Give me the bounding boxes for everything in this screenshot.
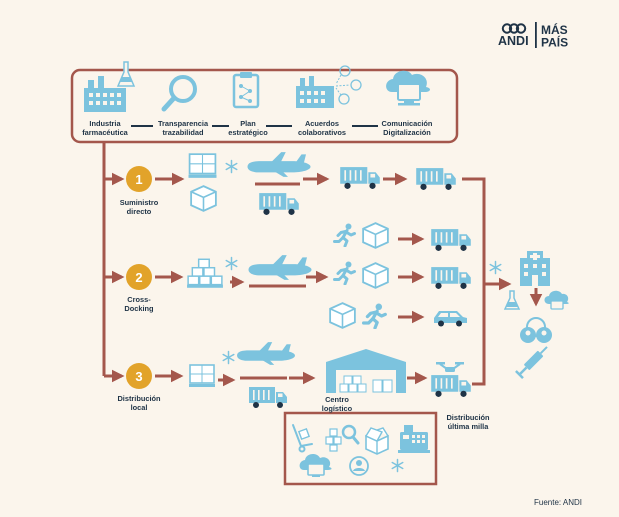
drone-icon [436,362,464,372]
truck-icon [431,267,471,289]
runner-icon [362,303,387,329]
route-3-badge: 3 [126,363,152,389]
hospital-icon [520,251,550,286]
route-1-badge: 1 [126,166,152,192]
magnifier-icon [161,75,197,112]
label-acuerdos-line1: Acuerdos [305,119,339,128]
label-plan-line1: Plan [240,119,256,128]
label-acuerdos-line2: colaborativos [298,128,346,137]
car-icon [434,311,467,327]
patients-group-icon [520,317,552,343]
label-plan-line2: estratégico [228,128,268,137]
syringe-icon [515,346,548,379]
route-3-number: 3 [135,369,142,384]
truck-icon [416,168,456,190]
route-2-badge: 2 [126,264,152,290]
clipboard-plan-icon [232,72,260,109]
logo-brand: ANDI [498,34,529,48]
box-icon [362,222,389,249]
label-comunicacion-line2: Digitalización [383,128,431,137]
box-icon [329,302,356,329]
centro-label-line2: logístico [322,404,353,413]
hand-truck-icon [292,424,313,453]
factory-flask-icon [84,61,136,112]
route-2-label-line1: Cross- [127,295,151,304]
label-transparencia-line2: trazabilidad [162,128,204,137]
cloud-icon [544,290,569,310]
route-1-label-line1: Suministro [120,198,159,207]
cold-chain-icon [225,159,238,174]
airplane-icon [247,152,311,177]
route-3-label-line2: local [131,403,148,412]
box-icon [362,262,389,289]
route-2-number: 2 [135,270,142,285]
route-1-number: 1 [135,172,142,187]
cash-register-icon [398,425,430,453]
cold-chain-icon [391,458,404,473]
route-1-label-line2: directo [127,207,152,216]
cloud-computer-icon [386,70,431,106]
logo-slogan-line1: MÁS [541,22,568,37]
route-2-label-line2: Docking [124,304,154,313]
user-icon [349,456,369,476]
runner-icon [333,223,356,247]
cold-chain-icon [489,260,502,275]
ultima-label-line2: última milla [448,422,490,431]
flask-icon [503,290,521,310]
box-icon [190,185,217,212]
logo-slogan-line2: PAÍS [541,35,568,50]
cold-chain-icon [225,256,238,271]
cold-chain-icon [222,350,235,365]
stock-search-icon [325,424,360,452]
stacked-boxes-icon [186,258,224,289]
pallet-icon [187,153,218,179]
centro-label-line1: Centro [325,395,349,404]
truck-icon [249,387,287,408]
open-box-icon [364,427,389,455]
runner-icon [333,261,356,285]
airplane-icon [248,255,312,280]
truck-icon [259,193,299,215]
label-industria-line2: farmacéutica [82,128,128,137]
pallet-icon [188,364,216,388]
label-transparencia-line1: Transparencia [158,119,209,128]
cloud-computer-icon [299,454,332,477]
truck-icon [431,229,471,251]
route-3-label-line1: Distribución [117,394,161,403]
warehouse-icon [326,349,406,393]
top-box-frame [70,68,459,144]
airplane-icon [237,342,295,365]
truck-icon [340,167,380,189]
label-industria-line1: Industria [89,119,121,128]
ultima-label-line1: Distribución [446,413,490,422]
andi-logo: ANDI MÁS PAÍS [498,22,568,50]
source-note: Fuente: ANDI [534,498,582,507]
truck-icon [431,375,471,397]
label-comunicacion-line1: Comunicación [382,119,433,128]
factory-network-icon [296,65,362,108]
